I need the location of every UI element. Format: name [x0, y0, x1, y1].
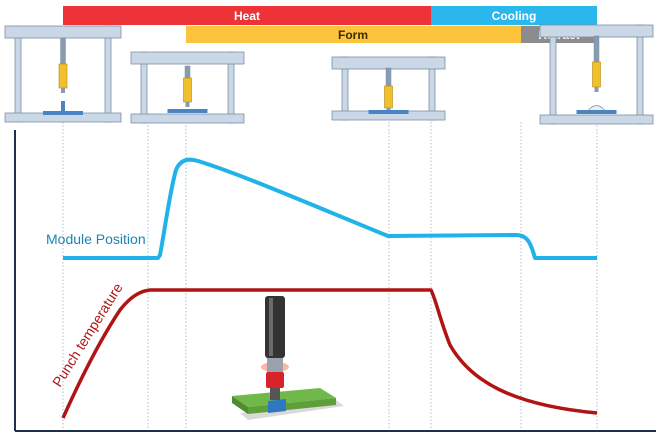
- press-column: [14, 25, 22, 123]
- press-module: [384, 85, 393, 109]
- press-column: [636, 24, 644, 125]
- punch-temperature-label: Punch temperature: [49, 280, 126, 390]
- press-base: [130, 113, 245, 124]
- press-plate: [576, 110, 617, 114]
- press-column: [104, 25, 112, 123]
- press-top-beam: [4, 25, 122, 39]
- press-column: [549, 24, 557, 125]
- module-position-curve: [63, 157, 597, 260]
- press-module: [183, 77, 192, 103]
- press-formed-bump: [588, 105, 605, 111]
- press-top-beam: [331, 56, 446, 70]
- press-rod: [184, 65, 191, 79]
- press-base: [539, 114, 654, 125]
- press-plate: [167, 109, 208, 113]
- module-position-label: Module Position: [46, 231, 146, 247]
- axes: [14, 130, 656, 432]
- punch-tip: [270, 388, 280, 400]
- press-tip: [61, 88, 65, 93]
- press-module: [58, 63, 68, 89]
- press-module: [592, 61, 601, 88]
- press-workpiece: [61, 101, 65, 111]
- punch-highlight: [269, 298, 273, 356]
- substrate-top: [232, 388, 336, 407]
- phase-bar-cooling: [431, 6, 597, 25]
- press-rod: [60, 37, 66, 65]
- press-illustrations: [4, 24, 654, 125]
- phase-label-form: Form: [338, 28, 368, 42]
- base-strip: [268, 399, 286, 413]
- phase-bars: Heat Cooling Form Retract: [63, 6, 597, 43]
- press-rod: [385, 67, 392, 87]
- phase-label-heat: Heat: [234, 9, 260, 23]
- press-plate: [368, 110, 409, 114]
- press-top-beam: [539, 24, 654, 38]
- press-tip: [594, 87, 599, 92]
- substrate-side: [232, 396, 248, 414]
- phase-bar-heat: [63, 6, 431, 25]
- press-top-beam: [130, 51, 245, 65]
- press-tip: [185, 102, 190, 107]
- punch-temperature-curve: [61, 288, 598, 419]
- punch-body: [265, 296, 285, 358]
- press-plate: [43, 111, 83, 115]
- phase-guide-lines: [62, 122, 598, 430]
- punch-shaft-lower: [267, 355, 283, 372]
- heated-punch-illustration: [232, 296, 344, 420]
- heater-block: [266, 372, 284, 388]
- phase-bar-form: [186, 26, 521, 43]
- phase-label-cooling: Cooling: [492, 9, 537, 23]
- press-rod: [593, 35, 600, 63]
